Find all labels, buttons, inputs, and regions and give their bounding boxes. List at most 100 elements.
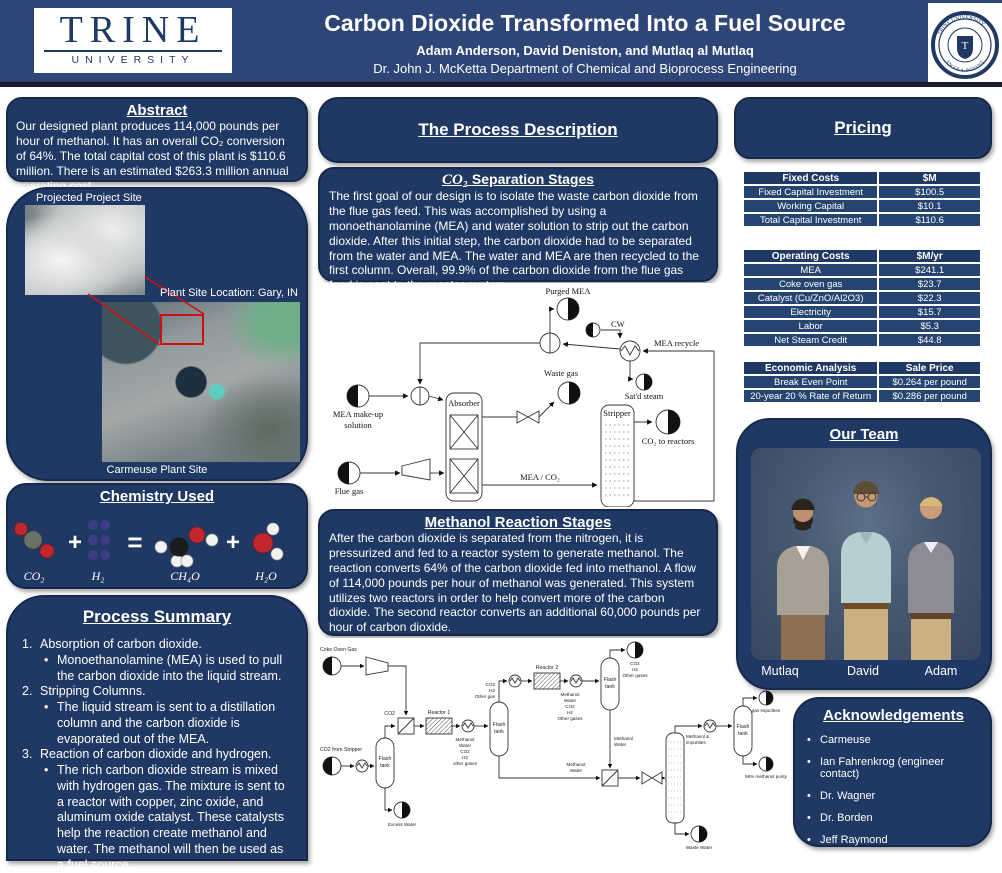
team-names: Mutlaq David Adam bbox=[738, 664, 994, 684]
table-cell: $44.8 bbox=[879, 334, 980, 346]
flow-lines bbox=[360, 306, 715, 502]
table-row: Catalyst (Cu/ZnO/Al2O3) $22.3 bbox=[744, 292, 980, 304]
bullet-text: The rich carbon dioxide stream is mixed … bbox=[57, 763, 285, 872]
table-cell: Coke oven gas bbox=[744, 278, 878, 290]
seal-letter: T bbox=[962, 40, 969, 52]
item-number: 2. bbox=[22, 684, 33, 699]
plus-sign-2: + bbox=[226, 529, 240, 556]
table-row: Fixed Capital Investment $100.5 bbox=[744, 186, 980, 198]
our-team-title: Our Team bbox=[829, 426, 899, 443]
table-row: Total Capital Investment $110.6 bbox=[744, 214, 980, 226]
seal-shield bbox=[957, 36, 973, 59]
label-stripper: Stripper bbox=[603, 408, 631, 418]
ack-text: Ian Fahrenkrog (engineer contact) bbox=[820, 756, 945, 781]
ack-text: Jeff Raymond bbox=[820, 834, 888, 847]
table-row: Break Even Point $0.264 per pound bbox=[744, 376, 980, 388]
bullet-text: Monoethanolamine (MEA) is used to pull t… bbox=[57, 652, 283, 683]
university-seal: TRINE UNIVERSITY ANGOLA, INDIANA T bbox=[928, 3, 1002, 87]
ack-item: • Dr. Borden bbox=[807, 812, 980, 824]
label-stream-after-r2: Methanol Water CO2 H2 Other gases bbox=[557, 692, 583, 721]
svg-text:CO2: CO2 bbox=[630, 661, 640, 666]
label-mea-makeup-2: solution bbox=[344, 420, 372, 430]
label-waste-gas: Waste gas bbox=[544, 368, 578, 378]
poster-authors: Adam Anderson, David Deniston, and Mutla… bbox=[416, 43, 754, 58]
svg-text:Methanol: Methanol bbox=[456, 737, 475, 742]
mixer-icon bbox=[397, 717, 619, 787]
svg-text:Water: Water bbox=[614, 742, 627, 747]
absorber-column bbox=[445, 392, 483, 502]
svg-text:Methanol &: Methanol & bbox=[686, 734, 709, 739]
team-photo bbox=[751, 448, 981, 660]
team-name-david: David bbox=[847, 664, 879, 678]
plus-sign-1: + bbox=[68, 529, 82, 556]
summary-bullet-3: • The rich carbon dioxide stream is mixe… bbox=[22, 763, 292, 873]
abstract-body: Our designed plant produces 114,000 poun… bbox=[16, 119, 289, 193]
label-absorber: Absorber bbox=[448, 398, 480, 408]
person-david bbox=[841, 481, 891, 660]
stripper-column bbox=[600, 404, 635, 508]
label-co2-to-reactors: CO₂ to reactors bbox=[642, 436, 695, 446]
abstract-title: Abstract bbox=[126, 102, 188, 119]
label-reactor-1: Reactor 1 bbox=[428, 710, 451, 716]
col-header: $M/yr bbox=[879, 250, 980, 262]
table-cell: $110.6 bbox=[879, 214, 980, 226]
label-purged-mea: Purged MEA bbox=[546, 286, 592, 296]
bullet-dot: • bbox=[44, 652, 49, 667]
label-mea-co2: MEA / CO₂ bbox=[520, 472, 560, 482]
table-row: Labor $5.3 bbox=[744, 320, 980, 332]
process-summary-panel: Process Summary 1. Absorption of carbon … bbox=[6, 595, 308, 872]
svg-text:CO2: CO2 bbox=[460, 749, 470, 754]
table-row: Working Capital $10.1 bbox=[744, 200, 980, 212]
label-flash-tank: Flash bbox=[737, 724, 750, 730]
col-header: Sale Price bbox=[879, 362, 980, 374]
label-mea-makeup-1: MEA make-up bbox=[333, 409, 383, 419]
trine-logo: TRINE UNIVERSITY bbox=[34, 8, 232, 73]
ack-item: • Jeff Raymond bbox=[807, 834, 980, 846]
co2-separation-title: CO₂ Separation Stages bbox=[329, 171, 707, 189]
bullet-text: The liquid stream is sent to a distillat… bbox=[57, 700, 276, 746]
svg-text:Methanol: Methanol bbox=[614, 736, 633, 741]
label-methanol-water: Methanol Water Methanol Water bbox=[567, 736, 633, 773]
table-cell: $0.264 per pound bbox=[879, 376, 980, 388]
label-flue-gas: Flue gas bbox=[335, 486, 364, 496]
table-cell: 20-year 20 % Rate of Return bbox=[744, 390, 878, 402]
methanol-reaction-panel: Methanol Reaction Stages After the carbo… bbox=[318, 509, 718, 636]
bullet-dot: • bbox=[807, 790, 811, 803]
co2-molecule-icon bbox=[14, 522, 55, 559]
summary-item-3: 3. Reaction of carbon dioxide and hydrog… bbox=[22, 747, 292, 763]
poster-department: Dr. John J. McKetta Department of Chemic… bbox=[373, 61, 797, 76]
summary-bullet-1: • Monoethanolamine (MEA) is used to pull… bbox=[22, 653, 292, 685]
our-team-panel: Our Team bbox=[736, 418, 992, 690]
reactor-flow-diagram: Coke Oven Gas CO2 from Stripper CO2 Flas… bbox=[318, 638, 792, 861]
flow-lines bbox=[341, 647, 758, 837]
co2-separation-title-text: Separation Stages bbox=[468, 171, 595, 187]
col-header: Fixed Costs bbox=[744, 172, 878, 184]
label-offgas-2: CO2 H2 Other gases bbox=[622, 661, 648, 678]
header-rule bbox=[0, 82, 1002, 87]
label-mea-recycle: MEA recycle bbox=[654, 338, 699, 348]
site-highlight-rect bbox=[160, 314, 204, 345]
person-adam bbox=[908, 497, 954, 660]
reaction-equation: + = + bbox=[14, 520, 284, 568]
pricing-panel: Pricing bbox=[734, 97, 992, 159]
table-cell: Catalyst (Cu/ZnO/Al2O3) bbox=[744, 292, 878, 304]
label-coke-oven-gas: Coke Oven Gas bbox=[320, 647, 357, 653]
seal-icon: TRINE UNIVERSITY ANGOLA, INDIANA T bbox=[931, 11, 999, 79]
table-row: Electricity $15.7 bbox=[744, 306, 980, 318]
ack-text: Dr. Borden bbox=[820, 812, 873, 825]
table-row: Coke oven gas $23.7 bbox=[744, 278, 980, 290]
summary-item-2: 2. Stripping Columns. bbox=[22, 684, 292, 700]
acknowledgements-panel: Acknowledgements • Carmeuse • Ian Fahren… bbox=[793, 697, 992, 847]
ack-item: • Dr. Wagner bbox=[807, 790, 980, 802]
table-cell: Working Capital bbox=[744, 200, 878, 212]
label-flash-tank: Flash bbox=[379, 756, 392, 762]
trine-logo-university: UNIVERSITY bbox=[71, 54, 195, 66]
col-header: Economic Analysis bbox=[744, 362, 878, 374]
svg-text:H2: H2 bbox=[489, 688, 495, 693]
chemistry-panel: Chemistry Used + = + bbox=[6, 483, 308, 589]
label-methanol-purity: 98% methanol purity bbox=[745, 774, 788, 779]
label-flash-tank: tank bbox=[380, 763, 390, 769]
table-header-row: Economic Analysis Sale Price bbox=[744, 362, 980, 374]
label-gas-impurities: gas impurities bbox=[752, 708, 781, 713]
mea-flow-diagram: Purged MEA CW MEA recycle Waste gas Sat'… bbox=[318, 283, 718, 508]
